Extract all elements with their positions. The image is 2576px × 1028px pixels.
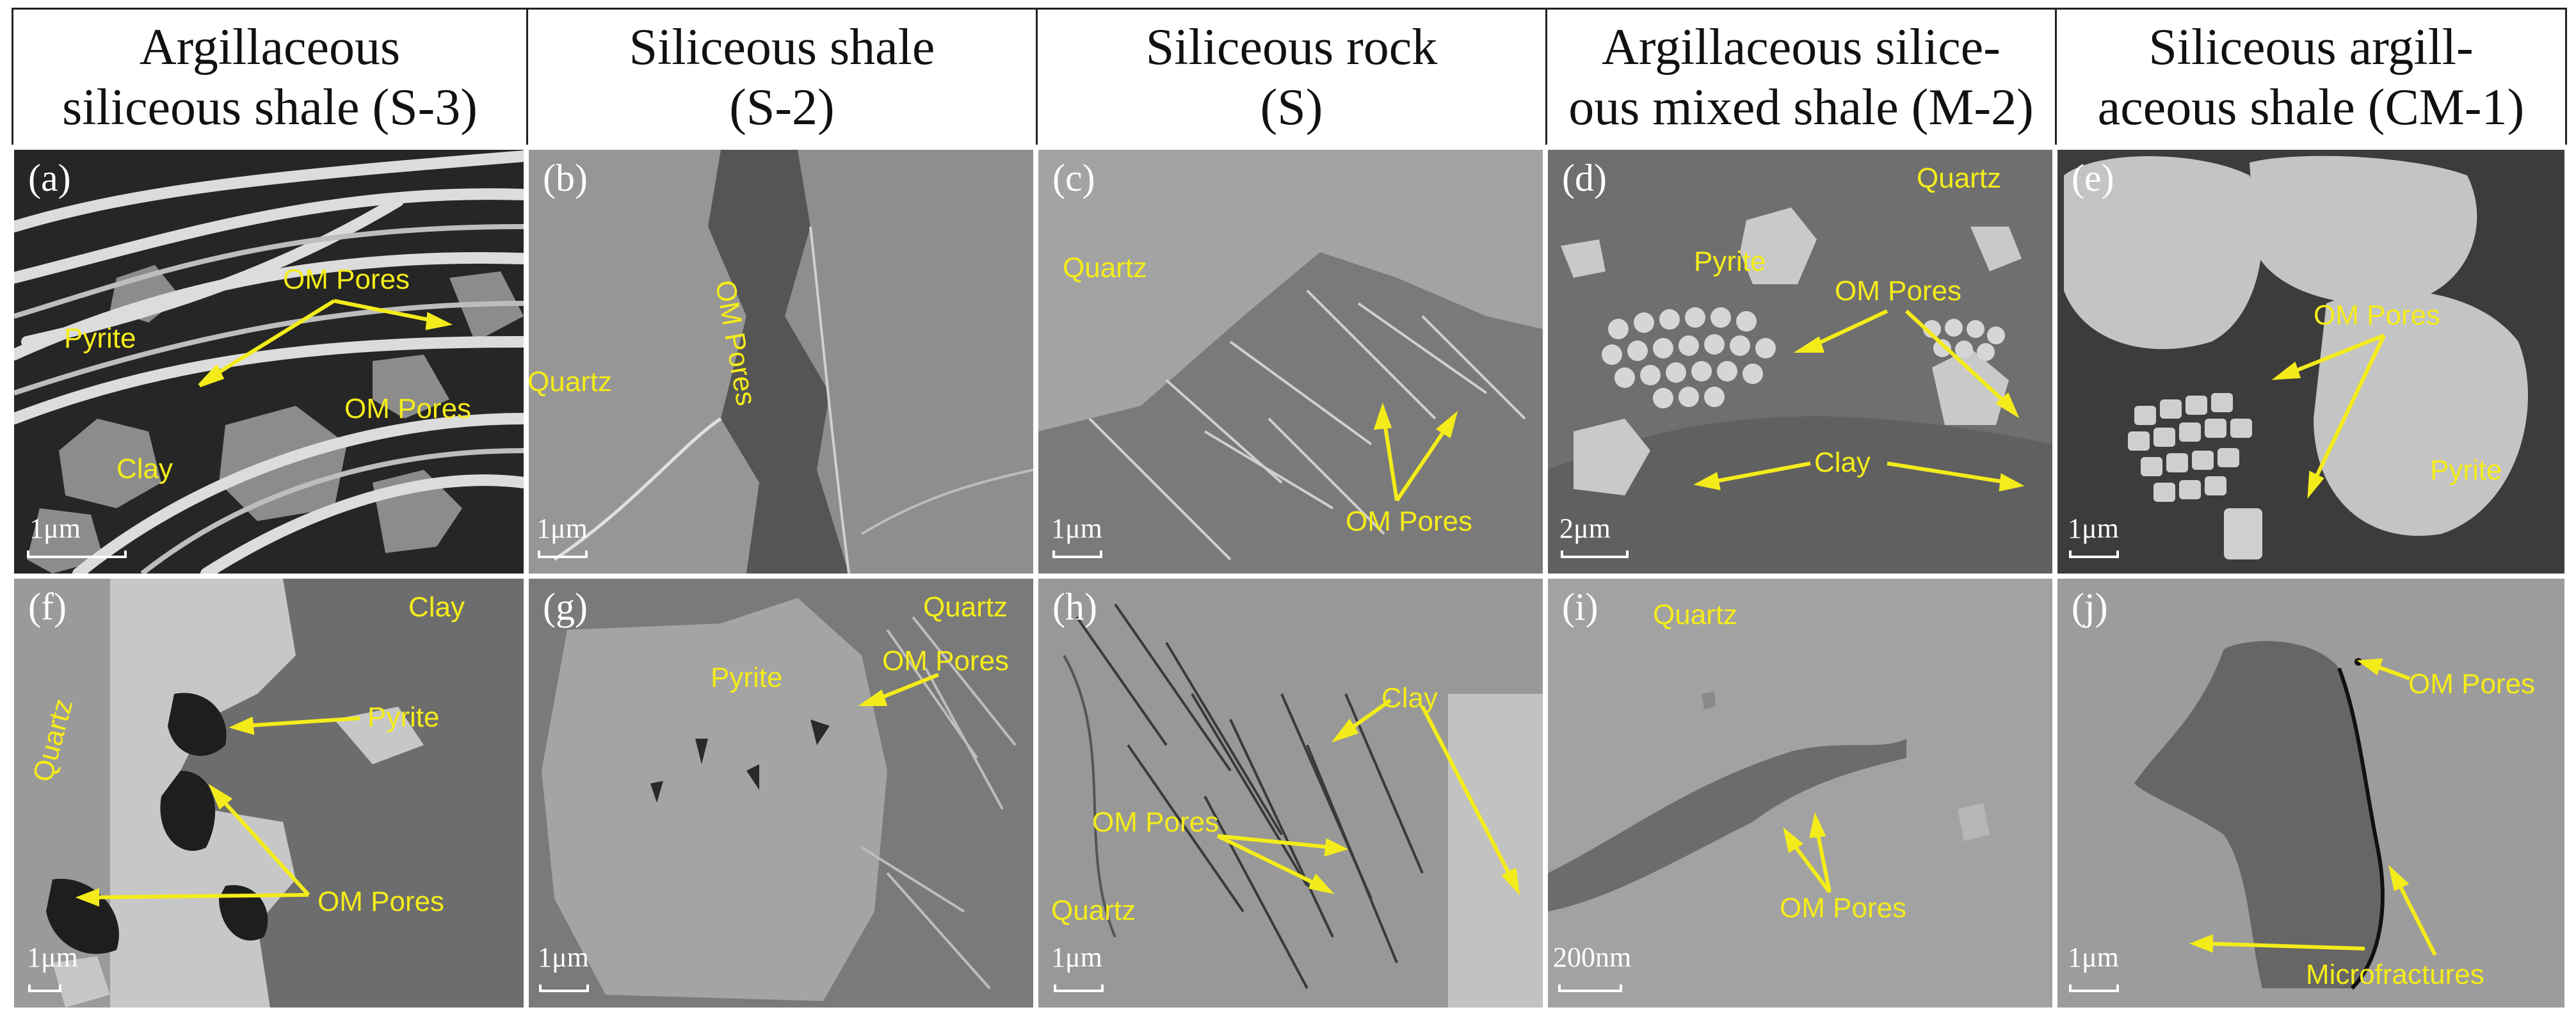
column-header-1: Argillaceous siliceous shale (S-3) <box>12 8 526 145</box>
annotation-om-pores: OM Pores <box>344 393 472 424</box>
panel-label: (i) <box>1562 586 1598 628</box>
column-title: Siliceous rock (S) <box>1145 19 1438 136</box>
panel-label: (a) <box>28 157 71 199</box>
scale-label: 1μm <box>29 513 81 544</box>
sem-panel-b: (b) OM Pores Quartz 1μm <box>529 150 1033 574</box>
annotation-om-pores: OM Pores <box>1780 892 1907 924</box>
annotation-om-pores: OM Pores <box>2314 300 2441 331</box>
scale-bar <box>1561 550 1629 558</box>
annotation-quartz: Quartz <box>1051 895 1136 926</box>
panel-label: (e) <box>2072 157 2114 199</box>
sem-panel-f: (f) Clay Quartz Pyrite OM Pores 1μm <box>14 579 524 1008</box>
scale-bar <box>27 550 127 558</box>
annotation-om-pores: OM Pores <box>283 264 410 295</box>
scale-label: 1μm <box>536 513 588 544</box>
sem-panel-d: (d) Quartz Pyrite OM Pores Clay 2μm <box>1548 150 2052 574</box>
scale-label: 1μm <box>2068 942 2119 973</box>
annotation-om-pores: OM Pores <box>882 645 1010 677</box>
column-title: Siliceous argill- aceous shale (CM-1) <box>2097 19 2525 136</box>
column-header-3: Siliceous rock (S) <box>1036 8 1545 145</box>
scale-bar <box>539 984 589 992</box>
panel-label: (g) <box>543 586 588 628</box>
scale-label: 1μm <box>27 942 78 973</box>
annotation-clay: Clay <box>1814 447 1871 478</box>
sem-panel-e: (e) OM Pores Pyrite 1μm <box>2057 150 2564 574</box>
column-header-5: Siliceous argill- aceous shale (CM-1) <box>2055 8 2567 145</box>
sem-micrograph <box>2057 579 2564 1008</box>
column-header-2: Siliceous shale (S-2) <box>526 8 1036 145</box>
annotation-pyrite: Pyrite <box>711 662 783 693</box>
annotation-pyrite: Pyrite <box>1694 246 1766 277</box>
scale-bar <box>538 550 588 558</box>
annotation-quartz: Quartz <box>923 591 1008 623</box>
annotation-clay: Clay <box>408 591 465 623</box>
annotation-microfractures: Microfractures <box>2306 959 2484 990</box>
annotation-om-pores: OM Pores <box>1346 506 1473 537</box>
sem-panel-g: (g) Quartz OM Pores Pyrite 1μm <box>529 579 1033 1008</box>
sem-panel-h: (h) Clay OM Pores Quartz 1μm <box>1038 579 1543 1008</box>
scale-bar <box>2069 550 2119 558</box>
sem-micrograph <box>1548 579 2052 1008</box>
sem-panel-j: (j) OM Pores Microfractures 1μm <box>2057 579 2564 1008</box>
annotation-clay: Clay <box>1381 682 1438 714</box>
scale-bar <box>2069 984 2119 992</box>
scale-label: 1μm <box>538 942 589 973</box>
panel-label: (h) <box>1052 586 1097 628</box>
panel-label: (c) <box>1052 157 1095 199</box>
panel-label: (b) <box>543 157 588 199</box>
sem-micrograph <box>2057 150 2564 574</box>
sem-micrograph <box>529 150 1033 574</box>
sem-micrograph <box>529 579 1033 1008</box>
scale-bar <box>28 984 61 992</box>
scale-label: 1μm <box>2068 513 2119 544</box>
column-title: Argillaceous siliceous shale (S-3) <box>62 19 478 136</box>
scale-bar <box>1052 550 1102 558</box>
annotation-pyrite: Pyrite <box>2430 454 2502 486</box>
column-header-4: Argillaceous silice- ous mixed shale (M-… <box>1545 8 2055 145</box>
scale-label: 2μm <box>1559 513 1611 544</box>
annotation-quartz: Quartz <box>1917 163 2002 194</box>
sem-panel-c: (c) Quartz OM Pores 1μm <box>1038 150 1543 574</box>
annotation-pyrite: Pyrite <box>367 702 440 733</box>
scale-bar <box>1558 984 1622 992</box>
scale-bar <box>1054 984 1104 992</box>
sem-micrograph <box>1548 150 2052 574</box>
panel-label: (f) <box>28 586 67 628</box>
column-title: Argillaceous silice- ous mixed shale (M-… <box>1568 19 2034 136</box>
sem-micrograph <box>14 579 524 1008</box>
annotation-om-pores: OM Pores <box>318 886 445 917</box>
annotation-clay: Clay <box>117 453 173 485</box>
scale-label: 1μm <box>1051 942 1102 973</box>
sem-micrograph <box>1038 579 1543 1008</box>
sem-panel-i: (i) Quartz OM Pores 200nm <box>1548 579 2052 1008</box>
sem-panel-a: (a) OM Pores Pyrite OM Pores Clay 1μm <box>14 150 524 574</box>
panel-label: (d) <box>1562 157 1607 199</box>
annotation-om-pores: OM Pores <box>1092 807 1220 838</box>
annotation-om-pores: OM Pores <box>2408 668 2536 700</box>
scale-label: 200nm <box>1553 942 1632 973</box>
scale-label: 1μm <box>1051 513 1102 544</box>
column-title: Siliceous shale (S-2) <box>629 19 935 136</box>
annotation-pyrite: Pyrite <box>64 323 136 354</box>
annotation-quartz: Quartz <box>1063 252 1148 284</box>
panel-label: (j) <box>2072 586 2108 628</box>
annotation-om-pores: OM Pores <box>1835 275 1962 307</box>
annotation-quartz: Quartz <box>529 366 613 398</box>
annotation-quartz: Quartz <box>1653 599 1738 630</box>
sem-micrograph <box>14 150 524 574</box>
